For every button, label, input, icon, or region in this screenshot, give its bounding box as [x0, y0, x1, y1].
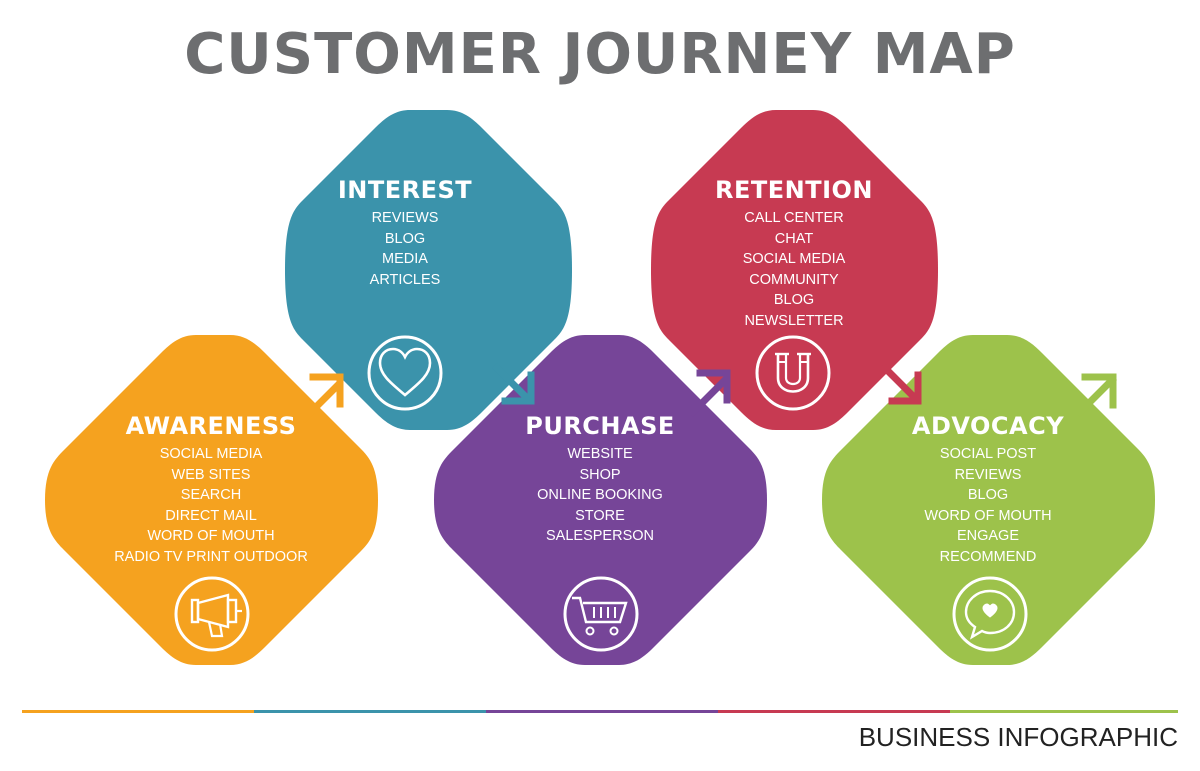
arrow-purchase-to-retention	[688, 369, 731, 417]
arrow-retention-to-advocacy	[880, 363, 922, 405]
advocacy-diamond	[822, 335, 1155, 665]
purchase-item: STORE	[575, 507, 625, 524]
magnet-icon	[755, 335, 831, 411]
interest-item: ARTICLES	[369, 271, 441, 288]
divider-retention	[718, 710, 950, 713]
retention-item: COMMUNITY	[749, 271, 839, 288]
advocacy-item: REVIEWS	[954, 466, 1022, 483]
advocacy-item: SOCIAL POST	[939, 446, 1037, 462]
page-title: CUSTOMER JOURNEY MAP	[184, 22, 1016, 87]
awareness-diamond	[45, 335, 378, 665]
retention-item: SOCIAL MEDIA	[742, 251, 846, 268]
awareness-item: SEARCH	[180, 487, 242, 504]
interest-item: MEDIA	[382, 251, 428, 268]
divider-awareness	[22, 710, 254, 713]
shopping-cart-icon	[563, 576, 639, 652]
advocacy-item: WORD OF MOUTH	[924, 507, 1052, 524]
divider-advocacy	[950, 710, 1178, 713]
advocacy-item: RECOMMEND	[939, 548, 1037, 565]
stage-title-awareness: AWARENESS	[125, 412, 297, 440]
advocacy-item: ENGAGE	[956, 528, 1020, 545]
stage-title-advocacy: ADVOCACY	[911, 412, 1065, 440]
advocacy-item: BLOG	[967, 487, 1009, 504]
divider-purchase	[486, 710, 718, 713]
stage-retention: RETENTION CALL CENTER CHAT SOCIAL MEDIA …	[664, 176, 924, 332]
purchase-item: SHOP	[579, 466, 621, 483]
divider-interest	[254, 710, 486, 713]
interest-item: REVIEWS	[371, 210, 439, 226]
purchase-item: SALESPERSON	[546, 528, 654, 545]
arrow-interest-to-purchase	[492, 363, 535, 405]
stage-title-purchase: PURCHASE	[525, 412, 675, 440]
awareness-item: WORD OF MOUTH	[147, 528, 275, 545]
stage-title-interest: INTEREST	[337, 176, 473, 204]
heart-icon	[367, 335, 443, 411]
footer-caption: BUSINESS INFOGRAPHIC	[858, 722, 1178, 752]
awareness-item: WEB SITES	[171, 466, 251, 483]
awareness-item: SOCIAL MEDIA	[159, 446, 263, 462]
retention-item: NEWSLETTER	[744, 312, 844, 329]
stage-purchase: PURCHASE WEBSITE SHOP ONLINE BOOKING STO…	[470, 412, 730, 547]
retention-item: BLOG	[773, 292, 815, 309]
awareness-item: DIRECT MAIL	[165, 507, 257, 524]
retention-diamond	[651, 110, 938, 430]
retention-item: CHAT	[774, 230, 814, 247]
stage-title-retention: RETENTION	[714, 176, 873, 204]
interest-diamond	[285, 110, 572, 430]
stage-interest: INTEREST REVIEWS BLOG MEDIA ARTICLES	[275, 176, 535, 290]
retention-item: CALL CENTER	[744, 210, 844, 226]
stage-awareness: AWARENESS SOCIAL MEDIA WEB SITES SEARCH …	[81, 412, 341, 568]
megaphone-icon	[174, 576, 250, 652]
stage-advocacy: ADVOCACY SOCIAL POST REVIEWS BLOG WORD O…	[858, 412, 1118, 568]
speech-bubble-heart-icon	[952, 576, 1028, 652]
interest-item: BLOG	[384, 230, 426, 247]
purchase-item: WEBSITE	[567, 446, 633, 462]
arrow-advocacy-out	[1075, 373, 1117, 417]
purchase-diamond	[434, 335, 767, 665]
purchase-item: ONLINE BOOKING	[537, 487, 663, 504]
arrow-awareness-to-interest	[300, 373, 344, 423]
awareness-item: RADIO TV PRINT OUTDOOR	[114, 548, 308, 565]
